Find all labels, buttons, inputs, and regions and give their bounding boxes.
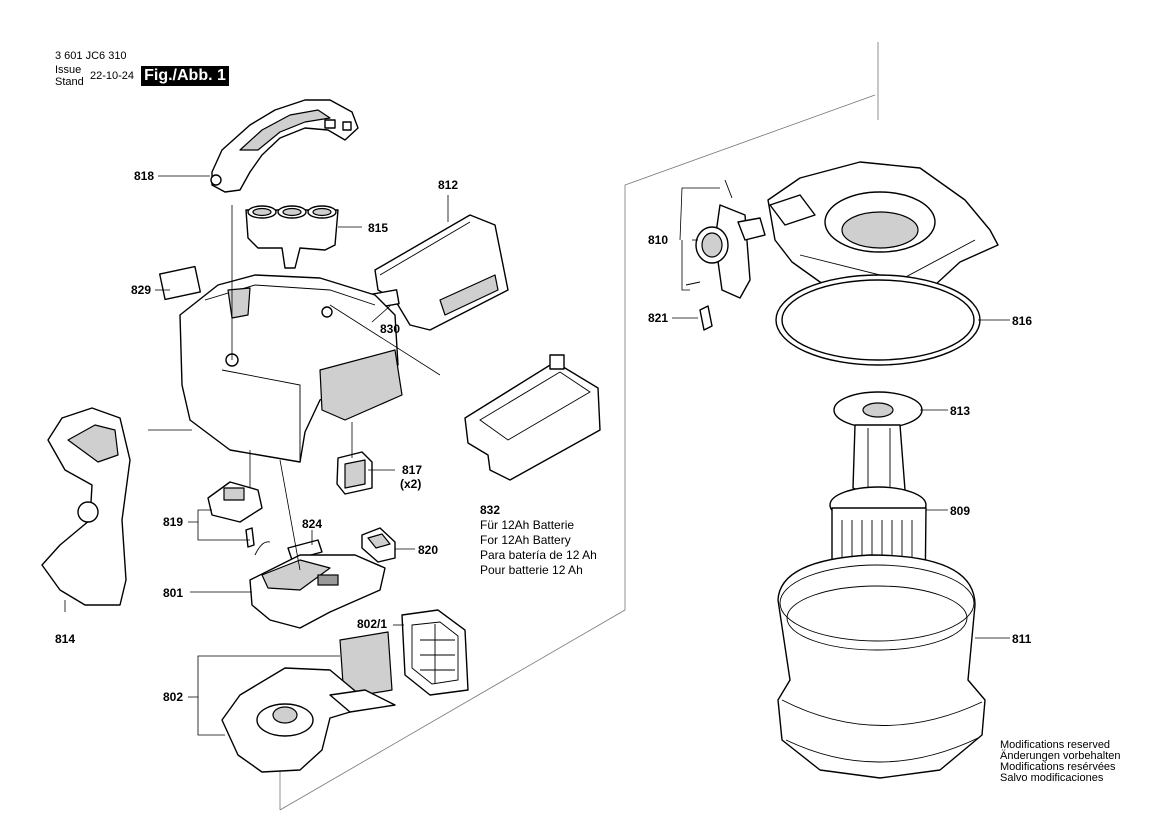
- modifications-note-line: Modifications resérvées: [1000, 761, 1116, 773]
- part-811-container: [777, 554, 986, 779]
- part-829-label: [158, 265, 202, 301]
- callout-leader-lines: [64, 175, 1010, 736]
- part-802-filter-pad: [339, 631, 393, 699]
- part-816-seal-ring: [775, 274, 981, 366]
- battery-note-line: Para batería de 12 Ah: [480, 548, 597, 562]
- callout-815: 815: [368, 221, 389, 235]
- part-819-switch: [207, 481, 263, 548]
- container-lid: [767, 161, 999, 301]
- part-824-label: [287, 539, 323, 561]
- part-821-clip: [699, 305, 713, 331]
- modifications-note-line: Änderungen vorbehalten: [1000, 750, 1121, 762]
- callout-820: 820: [418, 543, 439, 557]
- callout-829: 829: [131, 283, 152, 297]
- part-810-hose-connector: [685, 179, 766, 299]
- callout-832: 832: [480, 503, 501, 517]
- callout-817-qty: (x2): [400, 477, 422, 491]
- part-813-filter-holder: [833, 391, 923, 496]
- callout-824: 824: [302, 517, 323, 531]
- callout-812: 812: [438, 178, 459, 192]
- stand-label: Stand: [55, 76, 84, 88]
- callout-816: 816: [1012, 314, 1033, 328]
- callout-830: 830: [380, 322, 401, 336]
- callout-819: 819: [163, 515, 184, 529]
- part-814-side-handle: [41, 407, 131, 606]
- main-housing: [179, 274, 403, 463]
- callout-802-1: 802/1: [357, 617, 388, 631]
- part-801-electronics-module: [249, 541, 386, 629]
- part-812-cover: [374, 214, 509, 331]
- callout-813: 813: [950, 404, 971, 418]
- part-817-clip: [336, 451, 373, 495]
- callout-809: 809: [950, 504, 971, 518]
- issue-label: Issue: [55, 64, 82, 76]
- motor-unit: [221, 667, 396, 773]
- callout-814: 814: [55, 632, 76, 646]
- figure-label: Fig./Abb. 1: [141, 66, 229, 86]
- battery-note-line: For 12Ah Battery: [480, 533, 571, 547]
- callout-821: 821: [648, 311, 669, 325]
- modifications-note-line: Salvo modificaciones: [1000, 772, 1104, 784]
- battery-note-line: Pour batterie 12 Ah: [480, 563, 583, 577]
- issue-date: 22-10-24: [90, 70, 135, 82]
- part-820-slider: [361, 527, 396, 563]
- callout-811: 811: [1012, 632, 1032, 646]
- callout-802: 802: [163, 690, 184, 704]
- callout-818: 818: [134, 169, 155, 183]
- battery-note-line: Für 12Ah Batterie: [480, 518, 575, 532]
- part-815-battery-holder: [245, 205, 339, 269]
- document-number: 3 601 JC6 310: [55, 50, 127, 62]
- callout-817: 817: [402, 463, 423, 477]
- modifications-note-line: Modifications reserved: [1000, 739, 1111, 751]
- part-802-1-filter-grid: [401, 609, 469, 696]
- part-832-battery-tray: [464, 354, 601, 481]
- callout-801: 801: [163, 586, 184, 600]
- callout-810: 810: [648, 233, 669, 247]
- part-818-handle: [210, 99, 359, 193]
